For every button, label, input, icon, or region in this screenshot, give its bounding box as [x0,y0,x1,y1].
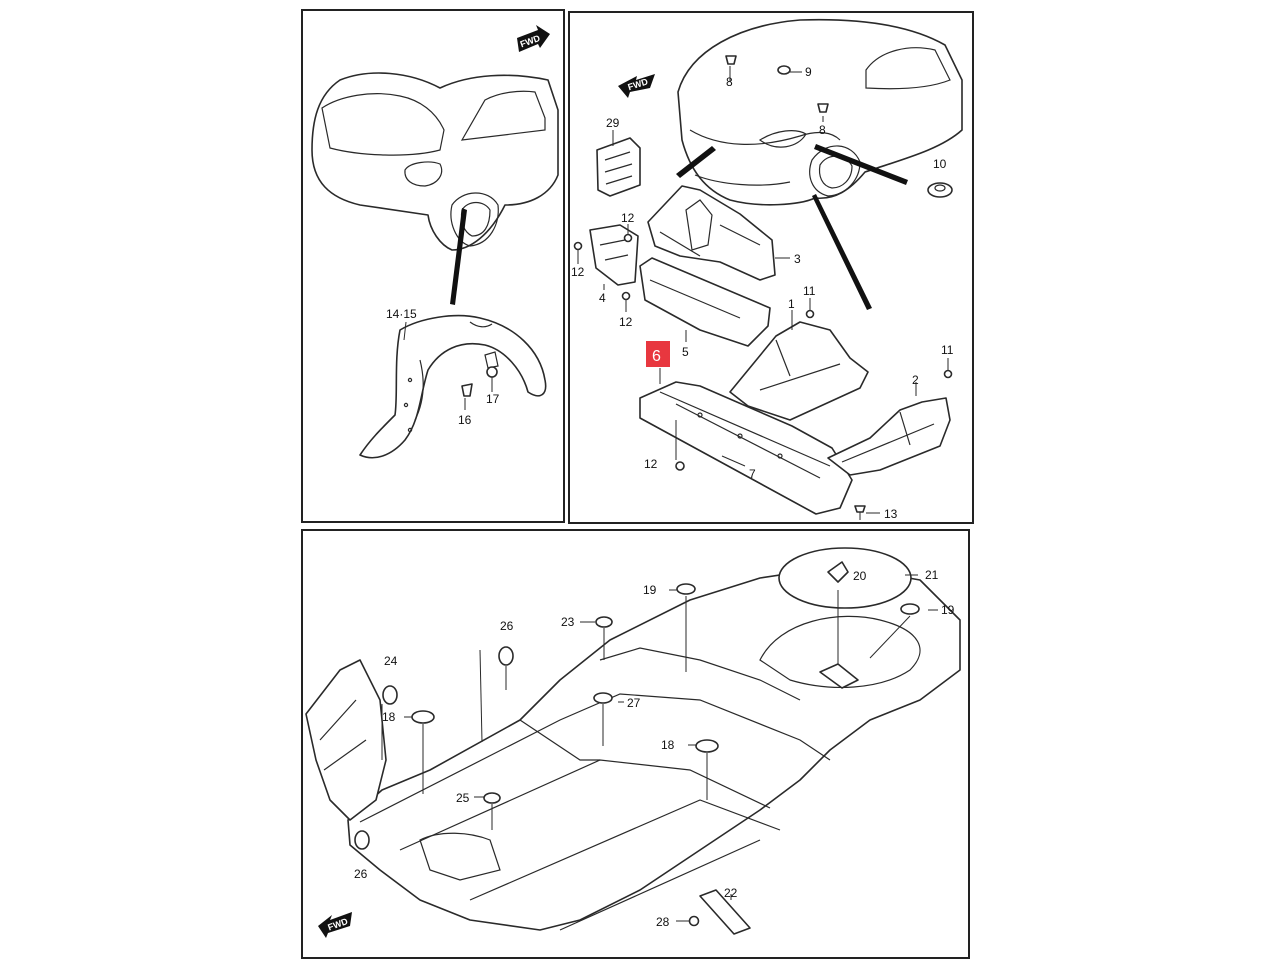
callout-5: 5 [682,345,689,359]
cover-22 [699,889,751,935]
callout-25: 25 [456,791,470,805]
callout-4: 4 [599,291,606,305]
cover-5 [639,257,771,347]
callout-29: 29 [606,116,620,130]
bracket-29 [596,137,641,197]
callout-17: 17 [486,392,500,406]
side-panel-left [305,659,387,821]
callout-12-a: 12 [621,211,635,225]
callout-19-b: 19 [941,603,955,617]
grommet-10 [927,182,953,198]
vehicle-rear-outline [311,72,559,251]
callout-21: 21 [925,568,939,582]
callout-12-b: 12 [571,265,585,279]
clip-16 [461,383,473,397]
spare-tire-cover-21 [778,547,912,609]
front-covers-panel: FWD [568,11,974,524]
clip-28 [688,915,700,927]
highlighted-part-badge: 6 [646,341,670,367]
clips-12 [573,233,685,471]
callout-18-a: 18 [382,710,396,724]
callout-26-b: 26 [354,867,368,881]
callout-2: 2 [912,373,919,387]
callout-11-a: 11 [803,284,816,298]
callout-23: 23 [561,615,575,629]
wheel-house-liner [359,314,547,459]
callout-11-b: 11 [941,343,954,357]
fwd-arrow: FWD [618,74,655,98]
shroud-3 [647,185,776,281]
callout-12-c: 12 [619,315,633,329]
callout-26-a: 26 [500,619,514,633]
undercover-2 [827,397,951,476]
svg-text:6: 6 [652,348,661,365]
callout-19-a: 19 [643,583,657,597]
callout-27: 27 [627,696,641,710]
callout-16: 16 [458,413,472,427]
clip-9 [777,65,791,75]
floor-panel: FWD [301,529,970,959]
clip-17 [486,366,498,392]
callout-18-b: 18 [661,738,675,752]
callout-1: 1 [788,297,795,311]
callout-22: 22 [724,886,738,900]
clip-8-mid [817,103,829,113]
plugs [354,583,920,850]
callout-14-15: 14·15 [386,307,417,321]
undercover-1 [729,321,869,421]
callout-8-top: 8 [726,75,733,89]
clip-8-top [725,55,737,65]
callout-13: 13 [884,507,898,521]
bracket-20 [819,663,859,689]
callout-28: 28 [656,915,670,929]
wheel-house-panel: FWD 14·15 16 [301,9,565,523]
bolt-13 [854,505,866,520]
callout-20: 20 [853,569,867,583]
callout-7: 7 [749,467,756,481]
undercover-6 [639,381,853,515]
callout-10: 10 [933,157,947,171]
callout-3: 3 [794,252,801,266]
callout-9: 9 [805,65,812,79]
callout-24: 24 [384,654,398,668]
callout-8-mid: 8 [819,123,826,137]
clips-11 [805,309,953,379]
callout-12-d: 12 [644,457,658,471]
floor-body [347,565,961,931]
